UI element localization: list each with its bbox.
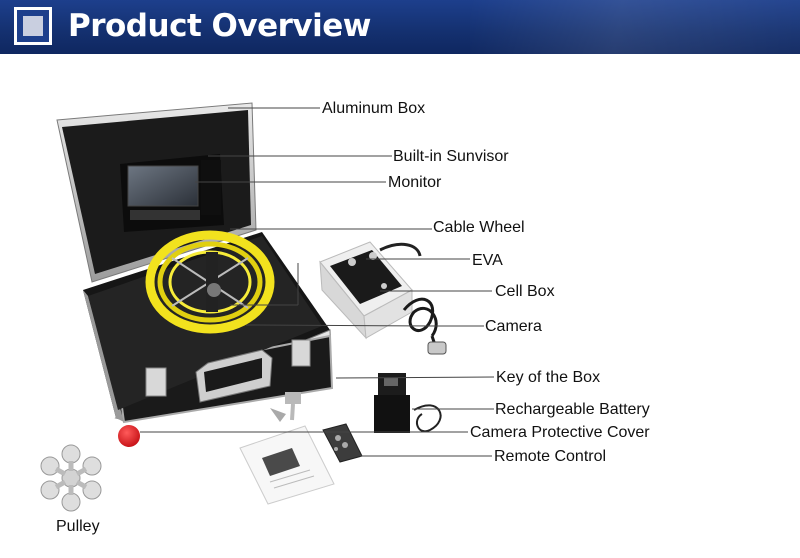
header-gloss bbox=[470, 0, 800, 54]
header-bar: Product Overview bbox=[0, 0, 800, 54]
label-cell-box: Cell Box bbox=[495, 283, 555, 300]
label-cable-wheel: Cable Wheel bbox=[433, 219, 525, 236]
monitor bbox=[120, 154, 224, 232]
camera-protective-cover bbox=[118, 425, 140, 447]
label-remote-control: Remote Control bbox=[494, 448, 607, 465]
box-keys bbox=[270, 392, 301, 422]
cell-box bbox=[319, 241, 422, 340]
label-camera-protective-cover: Camera Protective Cover bbox=[470, 424, 650, 441]
label-monitor: Monitor bbox=[388, 174, 442, 191]
page-title: Product Overview bbox=[68, 8, 371, 44]
label-sunvisor: Built-in Sunvisor bbox=[393, 148, 509, 165]
cable-wheel bbox=[145, 230, 275, 334]
aluminum-box bbox=[56, 102, 334, 424]
callout-lines bbox=[140, 107, 495, 457]
label-pulley: Pulley bbox=[56, 518, 100, 535]
header-square-icon bbox=[14, 7, 52, 45]
label-key-of-box: Key of the Box bbox=[496, 369, 601, 386]
rechargeable-battery bbox=[374, 373, 442, 433]
label-rechargeable-battery: Rechargeable Battery bbox=[495, 401, 650, 418]
camera bbox=[402, 297, 447, 355]
remote-control bbox=[322, 423, 363, 463]
pulley bbox=[40, 444, 102, 512]
user-manual bbox=[239, 425, 335, 505]
label-camera: Camera bbox=[485, 318, 542, 335]
label-eva: EVA bbox=[472, 252, 503, 269]
label-aluminum-box: Aluminum Box bbox=[322, 100, 426, 117]
